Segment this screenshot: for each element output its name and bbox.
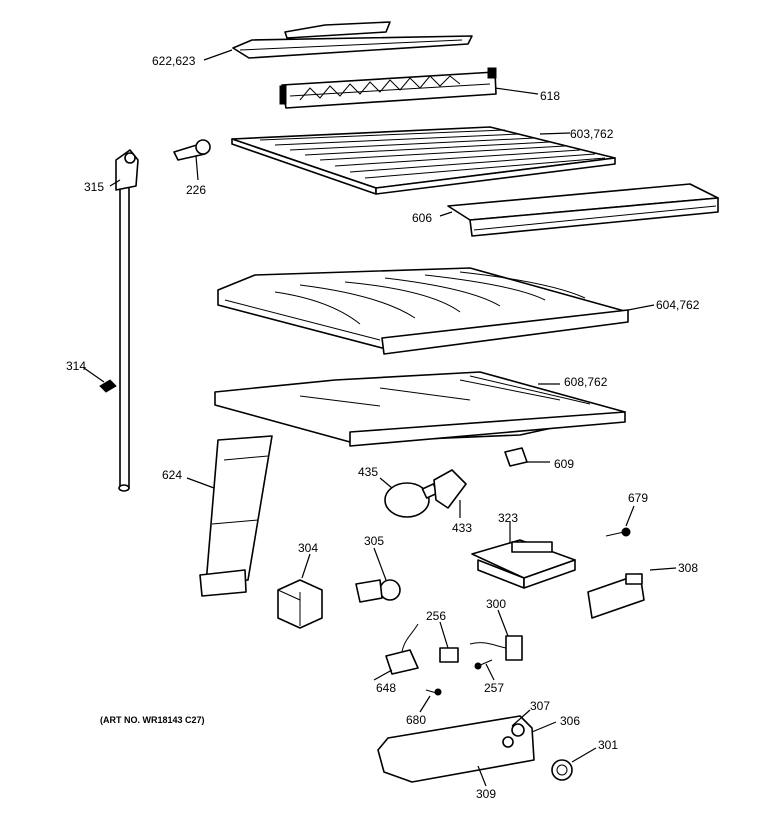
callout-603-762: 603,762 [570, 127, 614, 141]
callout-300: 300 [486, 597, 506, 611]
callout-305: 305 [364, 534, 384, 548]
callout-304: 304 [298, 541, 318, 555]
callout-301: 301 [598, 738, 618, 752]
part-304-block [277, 579, 323, 629]
callout-608-762: 608,762 [564, 375, 608, 389]
callout-315: 315 [84, 180, 104, 194]
part-608-762-cover [214, 371, 626, 447]
part-300-switch [469, 635, 523, 661]
callout-309: 309 [476, 787, 496, 801]
callout-256: 256 [426, 609, 446, 623]
part-306-housing [377, 715, 535, 783]
part-618-rail [279, 67, 497, 109]
callout-606: 606 [412, 211, 432, 225]
part-433-socket [433, 469, 467, 509]
part-604-762-shelf [217, 267, 629, 355]
callout-307: 307 [530, 699, 550, 713]
art-number: (ART NO. WR18143 C27) [100, 715, 205, 725]
part-226-bracket [173, 139, 211, 161]
callout-226: 226 [186, 183, 206, 197]
part-624-duct [199, 435, 273, 597]
callout-680: 680 [406, 713, 426, 727]
callout-labels: 622,623 618 603,762 226 315 606 604,762 … [66, 54, 700, 801]
part-308-bracket [587, 573, 645, 619]
part-305-knob [355, 579, 401, 603]
part-323-control [471, 539, 576, 589]
callout-433: 433 [452, 521, 472, 535]
callout-257: 257 [484, 681, 504, 695]
callout-624: 624 [162, 468, 182, 482]
callout-618: 618 [540, 89, 560, 103]
part-256-connector [439, 647, 459, 663]
callout-609: 609 [554, 457, 574, 471]
part-606-rail [447, 183, 719, 237]
part-314-clip [99, 379, 117, 393]
callout-648: 648 [376, 681, 396, 695]
callout-314: 314 [66, 359, 86, 373]
callout-306: 306 [560, 714, 580, 728]
part-622-623-cover [232, 21, 473, 59]
leader-lines [83, 49, 677, 787]
part-609-clip [504, 447, 528, 467]
callout-604-762: 604,762 [656, 298, 700, 312]
callout-622-623: 622,623 [152, 54, 196, 68]
callout-308: 308 [678, 561, 698, 575]
part-315-rod [115, 149, 139, 492]
part-301-knob [551, 759, 573, 781]
part-257-screw [474, 659, 493, 670]
callout-323: 323 [498, 511, 518, 525]
part-680-screw [425, 688, 442, 696]
part-603-762-shelf [231, 126, 616, 195]
callout-435: 435 [358, 465, 378, 479]
part-435-bulb [384, 482, 439, 518]
callout-679: 679 [628, 491, 648, 505]
part-648-thermostat [385, 623, 419, 675]
part-679-screw [605, 527, 631, 537]
